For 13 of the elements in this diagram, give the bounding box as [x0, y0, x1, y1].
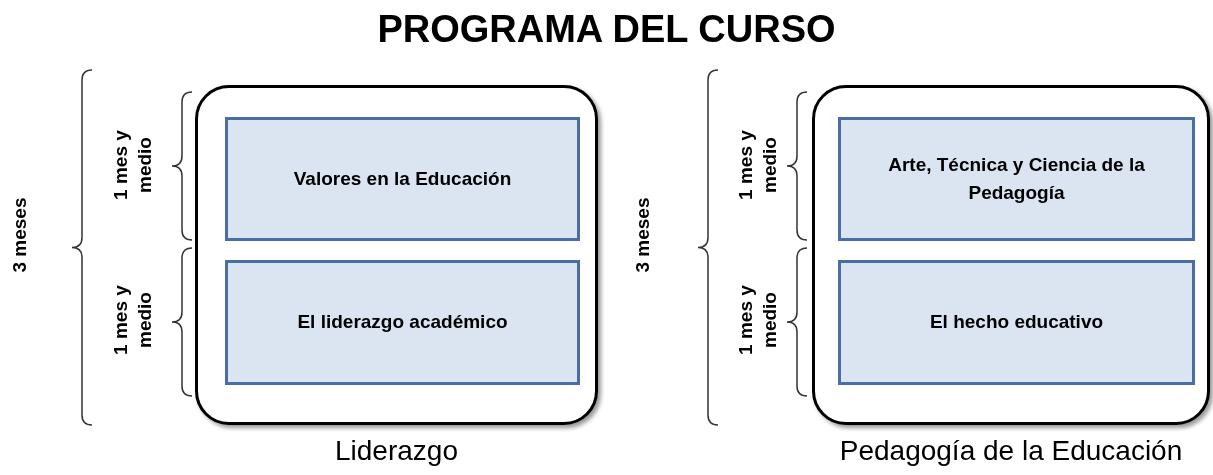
- duration-label: 1 mes y medio: [109, 285, 156, 355]
- module-box: El liderazgo académico: [225, 260, 580, 385]
- duration-label: 1 mes y medio: [109, 130, 156, 200]
- duration-label: 3 meses: [8, 197, 32, 273]
- diagram-title: PROGRAMA DEL CURSO: [376, 8, 837, 51]
- panel-caption: Liderazgo: [334, 435, 459, 467]
- panel-caption: Pedagogía de la Educación: [838, 435, 1184, 467]
- module-box: Arte, Técnica y Ciencia de la Pedagogía: [838, 117, 1195, 241]
- duration-label: 3 meses: [631, 197, 655, 273]
- duration-label: 1 mes y medio: [734, 130, 781, 200]
- module-box: Valores en la Educación: [225, 117, 580, 241]
- module-box: El hecho educativo: [838, 260, 1195, 385]
- duration-label: 1 mes y medio: [734, 285, 781, 355]
